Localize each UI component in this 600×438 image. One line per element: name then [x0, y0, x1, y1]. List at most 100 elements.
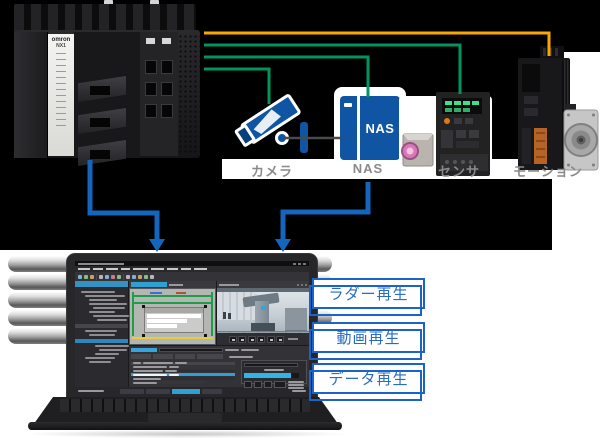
tree-item [95, 345, 129, 347]
plc-controller: omron NX1 [4, 0, 206, 170]
person-silhouette [228, 313, 231, 319]
trace-table-header [131, 362, 235, 365]
ladder-marker-line [132, 337, 213, 339]
tree-item [81, 291, 115, 293]
tree-item [89, 299, 117, 301]
nas-icon: NAS [334, 87, 406, 169]
menu-item [93, 268, 103, 270]
close-icon [303, 262, 306, 265]
selection-handle [204, 334, 207, 337]
minimize-icon [293, 262, 296, 265]
plc-vents [14, 4, 196, 34]
robot-label [261, 306, 266, 310]
maximize-icon [298, 262, 301, 265]
tree-section-header [75, 324, 128, 328]
ladder-right-rail [211, 292, 213, 336]
menu-item [78, 268, 90, 270]
trace-meta-text [288, 384, 304, 386]
trace-progress-bar [244, 373, 300, 378]
tree-item [85, 330, 117, 332]
trace-pause-button [254, 381, 262, 389]
trace-button [153, 354, 173, 359]
video-controls [217, 333, 309, 345]
toolbar-icon [99, 274, 103, 279]
trace-stop-button [264, 381, 272, 389]
plc-power-module [14, 32, 48, 158]
motion-device [518, 46, 599, 171]
toolbar-separator [123, 273, 124, 280]
tree-item [89, 311, 115, 313]
workspace [75, 281, 309, 389]
robot-base [251, 323, 275, 333]
toolbar-icon [90, 274, 94, 279]
toolbar [75, 272, 309, 281]
video-window-icon [297, 283, 299, 286]
menu-item [181, 268, 191, 270]
plc-brand: omron [51, 37, 71, 43]
toolbar-icon [117, 274, 121, 279]
ladder-operand-label [150, 292, 162, 294]
selection-handle [142, 334, 145, 337]
ladder-operand-label [176, 292, 186, 294]
tree-item [89, 334, 115, 336]
camera-pivot [275, 131, 289, 145]
conveyor [217, 331, 309, 333]
pause-button [257, 335, 265, 343]
function-block-row [147, 319, 187, 323]
scene-beam [217, 288, 309, 292]
nas-led [344, 103, 352, 107]
project-tree-panel [75, 281, 129, 387]
plc-indicator-ticks [56, 53, 66, 131]
cpu-port [145, 60, 157, 74]
editor-top-row [129, 281, 309, 345]
ladder-editor-panel [129, 281, 217, 345]
camera-mount [300, 122, 308, 153]
toolbar-icon [84, 274, 88, 279]
laptop-base [34, 397, 338, 423]
function-block-row [147, 324, 177, 328]
skip-end-button [276, 335, 284, 343]
trace-row [131, 365, 235, 369]
module-clip [162, 38, 171, 44]
nas-box: NAS [340, 96, 400, 160]
selection-handle [204, 305, 207, 308]
ladder-left-rail [132, 292, 134, 336]
trace-meta-text [288, 387, 304, 389]
trace-meta-text [288, 381, 304, 383]
trace-button-row [131, 354, 307, 359]
cpu-port [161, 104, 173, 118]
selection-handle [142, 305, 145, 308]
ladder-tab-bar [129, 281, 216, 288]
trace-button [197, 354, 223, 359]
editor-column [129, 281, 309, 389]
trace-play-button [244, 381, 252, 389]
plc-cpu-module [140, 32, 178, 156]
menu-item [133, 268, 148, 270]
status-text [78, 390, 104, 392]
menu-item [121, 268, 130, 270]
trace-tab [131, 348, 157, 352]
tree-item [99, 349, 127, 351]
camera-icon [234, 94, 308, 153]
tree-panel-header [75, 281, 128, 287]
menu-item [194, 268, 207, 270]
trace-play-buttons [244, 381, 304, 389]
toolbar-icon [144, 274, 148, 279]
keyboard-keys [60, 399, 310, 412]
function-block-row [147, 314, 201, 318]
plc-model: NX1 [56, 43, 66, 49]
laptop-front-edge [28, 422, 342, 430]
video-window-icon [305, 283, 307, 286]
tree-item-selected [75, 339, 128, 343]
data-trace-panel [129, 345, 309, 389]
skip-start-button [228, 335, 237, 343]
callout-data-playback: データ再生 [309, 363, 425, 401]
trace-row [131, 381, 204, 384]
cpu-port [161, 60, 173, 74]
status-bar [75, 387, 309, 395]
bottom-tab [202, 388, 222, 394]
trace-button [175, 354, 195, 359]
trace-row [131, 377, 235, 381]
step-forward-button [266, 335, 275, 343]
trace-speed-button [274, 381, 286, 389]
